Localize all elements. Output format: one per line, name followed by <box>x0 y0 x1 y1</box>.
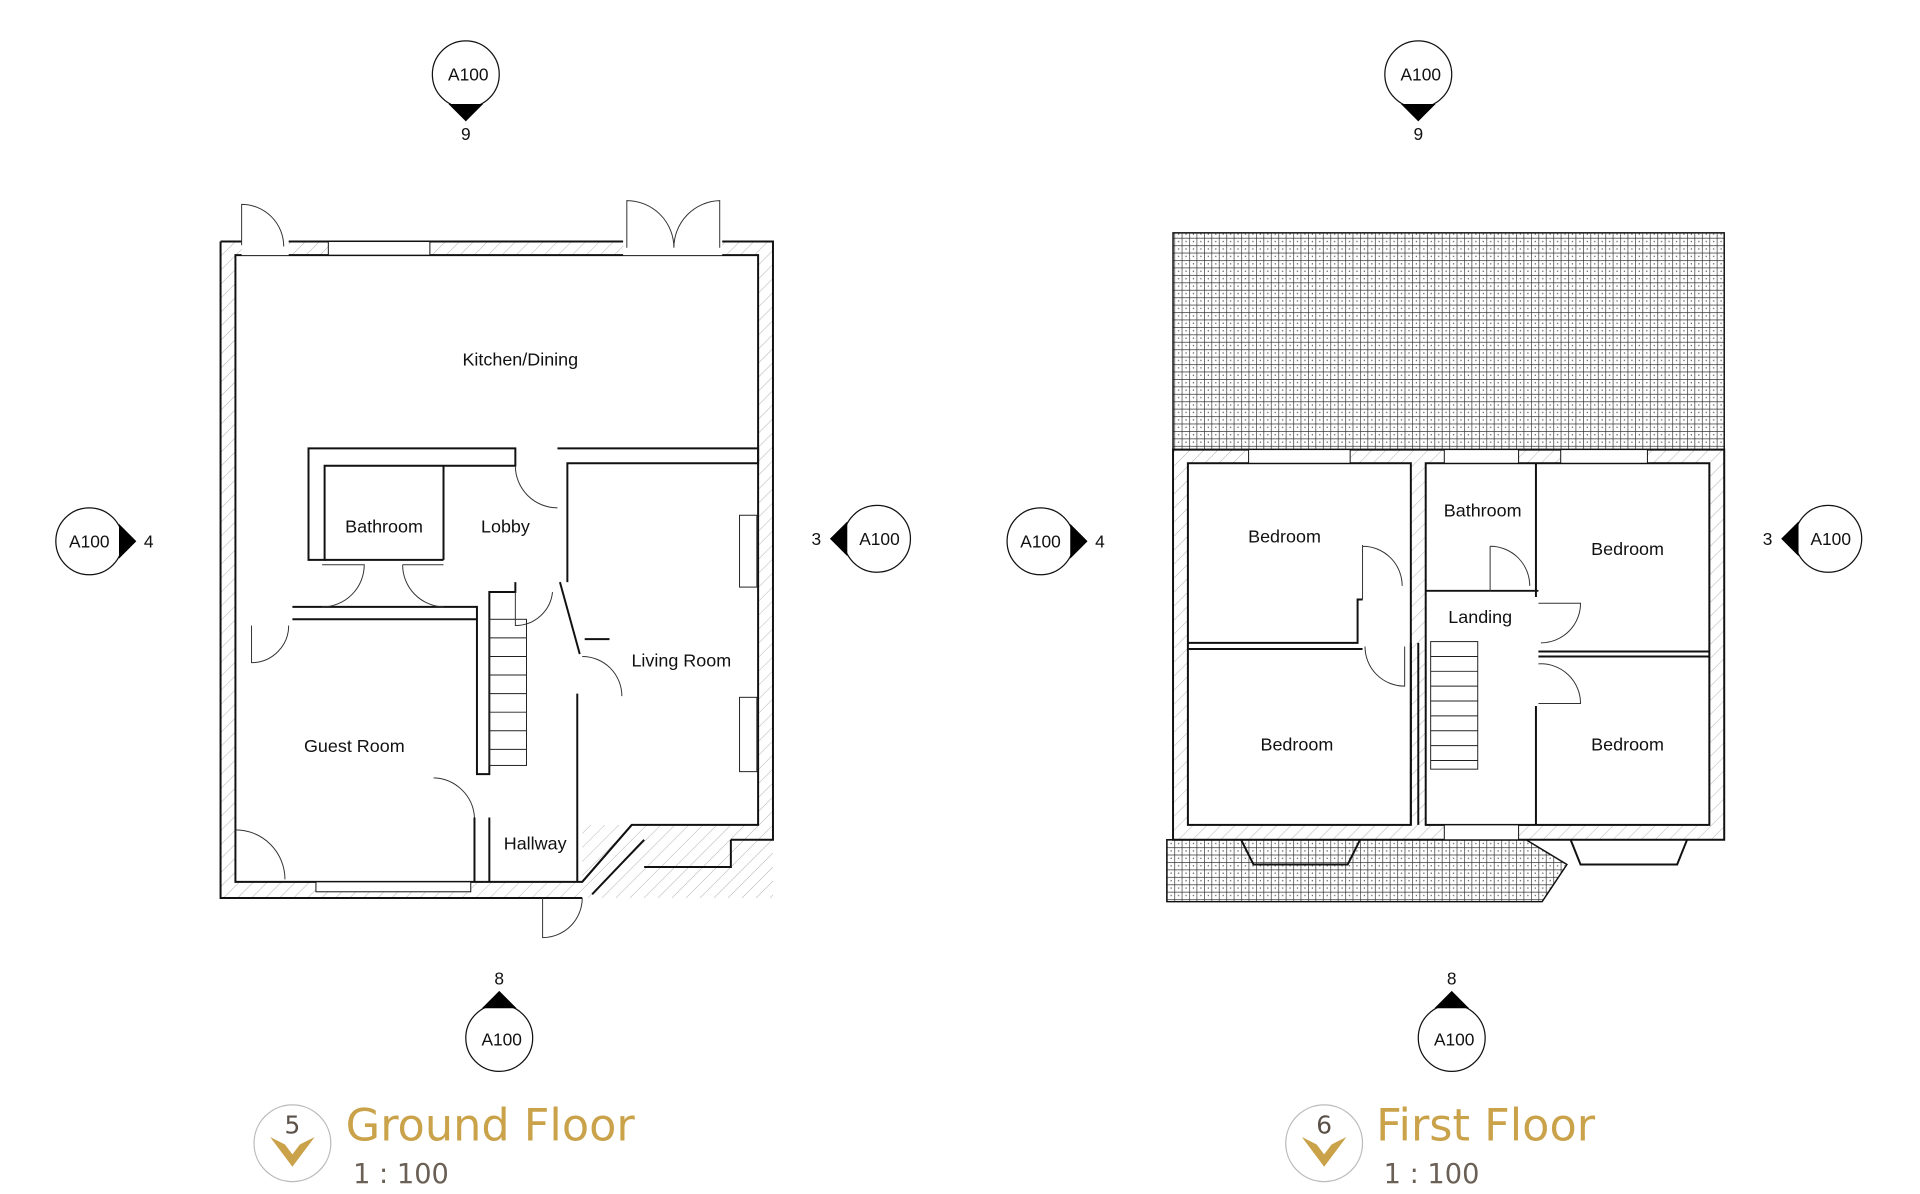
roof-tiles-rear <box>1172 232 1725 451</box>
room-label-kitchen-dining: Kitchen/Dining <box>462 349 578 369</box>
svg-text:3: 3 <box>812 529 822 549</box>
svg-text:A100: A100 <box>1020 531 1060 551</box>
svg-text:A100: A100 <box>1401 65 1441 85</box>
room-label-bathroom: Bathroom <box>1444 500 1522 520</box>
room-label-bedroom-2: Bedroom <box>1591 539 1664 559</box>
staircase <box>488 618 527 766</box>
svg-text:9: 9 <box>1413 124 1423 144</box>
svg-text:4: 4 <box>144 531 154 551</box>
section-marker-right[interactable]: A100 3 <box>812 504 912 573</box>
first-floor-plan: Bedroom Bathroom Bedroom Landing Bedroom… <box>1166 232 1726 903</box>
section-marker-left[interactable]: A100 4 <box>55 507 154 576</box>
svg-text:A100: A100 <box>1810 529 1850 549</box>
section-marker-bottom[interactable]: A100 8 <box>465 969 534 1072</box>
room-label-bedroom-1: Bedroom <box>1248 527 1321 547</box>
room-label-landing: Landing <box>1448 607 1512 627</box>
svg-text:6: 6 <box>1316 1110 1332 1139</box>
brand-logo-emblem: 5 <box>253 1104 332 1183</box>
view-title-ground-floor: 5 Ground Floor 1 : 100 <box>253 1100 636 1190</box>
section-marker-right[interactable]: A100 3 <box>1763 504 1863 573</box>
room-label-hallway: Hallway <box>504 834 567 854</box>
svg-text:8: 8 <box>494 969 504 989</box>
room-label-bedroom-3: Bedroom <box>1260 735 1333 755</box>
room-label-bathroom: Bathroom <box>345 517 423 537</box>
roof-tiles-front <box>1166 839 1568 903</box>
svg-text:5: 5 <box>285 1110 301 1139</box>
room-label-bedroom-4: Bedroom <box>1591 735 1664 755</box>
staircase <box>1430 641 1479 770</box>
view-title: Ground Floor <box>346 1100 636 1152</box>
section-marker-top[interactable]: A100 9 <box>1384 40 1453 144</box>
svg-text:A100: A100 <box>859 529 899 549</box>
svg-text:8: 8 <box>1447 969 1457 989</box>
svg-text:A100: A100 <box>481 1029 521 1049</box>
section-marker-bottom[interactable]: A100 8 <box>1417 969 1486 1072</box>
view-title-first-floor: 6 First Floor 1 : 100 <box>1285 1100 1596 1190</box>
svg-text:4: 4 <box>1095 531 1105 551</box>
view-title: First Floor <box>1376 1100 1596 1152</box>
svg-text:A100: A100 <box>69 531 109 551</box>
svg-text:A100: A100 <box>448 65 488 85</box>
section-marker-top[interactable]: A100 9 <box>431 40 500 144</box>
ground-floor-plan: Kitchen/Dining Bathroom Lobby Living Roo… <box>219 200 774 939</box>
view-scale: 1 : 100 <box>353 1159 449 1190</box>
room-label-lobby: Lobby <box>481 517 530 537</box>
room-label-living-room: Living Room <box>631 650 731 670</box>
svg-text:3: 3 <box>1763 529 1773 549</box>
section-marker-left[interactable]: A100 4 <box>1006 507 1105 576</box>
room-label-guest-room: Guest Room <box>304 736 405 756</box>
brand-logo-emblem: 6 <box>1285 1104 1364 1183</box>
view-scale: 1 : 100 <box>1384 1159 1480 1190</box>
svg-text:9: 9 <box>461 124 471 144</box>
svg-text:A100: A100 <box>1434 1029 1474 1049</box>
